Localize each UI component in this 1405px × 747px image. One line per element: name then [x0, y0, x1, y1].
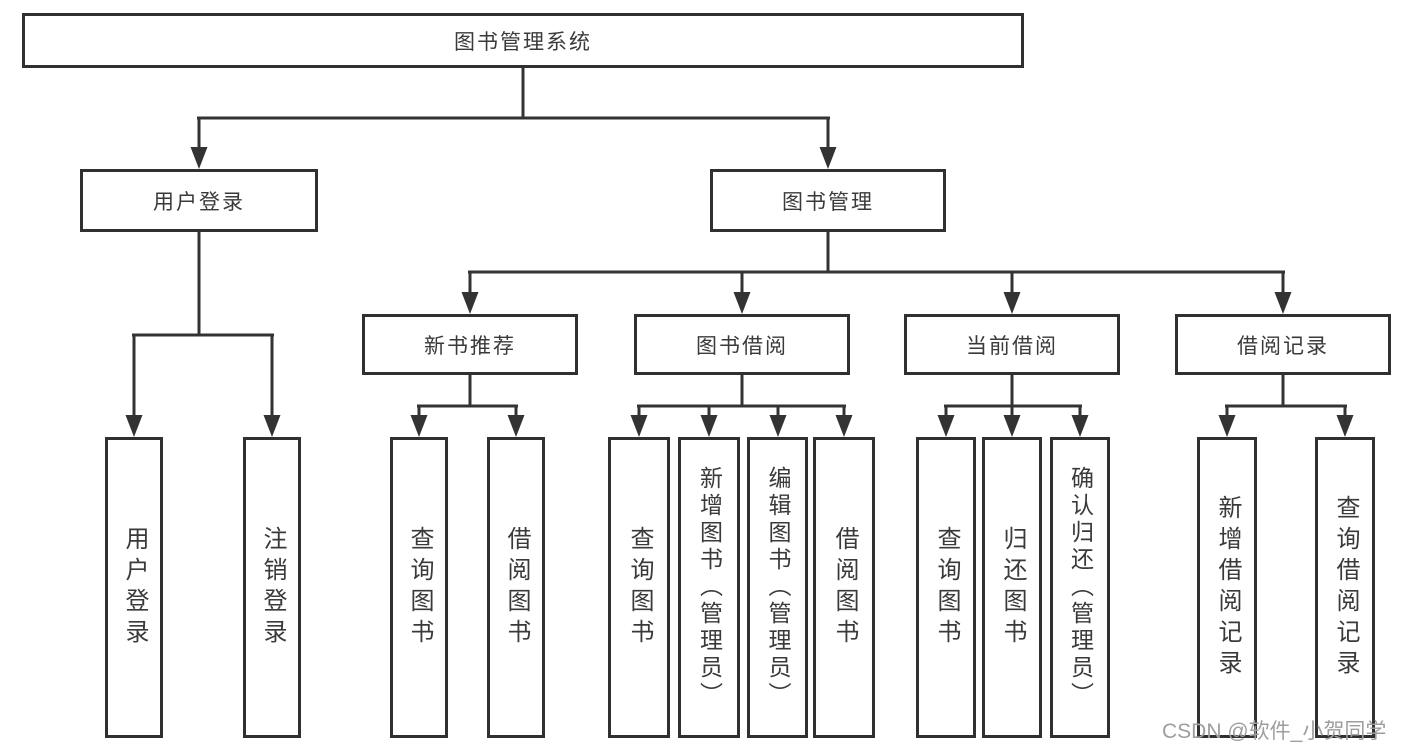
node-root-label: 图书管理系统	[454, 30, 592, 54]
connector-user-login	[125, 232, 281, 437]
leaf-edit-book-admin-label: 编辑图书（管理员）	[765, 466, 791, 709]
connector-book-borrow	[630, 375, 853, 437]
node-book-borrow-label: 图书借阅	[696, 334, 788, 358]
leaf-return-books-label: 归还图书	[999, 525, 1026, 650]
node-book-borrow: 图书借阅	[634, 314, 850, 375]
connector-new-book-recommend	[410, 375, 525, 437]
node-book-management: 图书管理	[710, 169, 946, 232]
connector-root	[190, 68, 837, 169]
leaf-query-books-3-label: 查询图书	[933, 525, 960, 650]
leaf-user-login-label: 用户登录	[121, 525, 148, 650]
leaf-borrow-books-2-label: 借阅图书	[831, 525, 858, 650]
node-new-book-recommend: 新书推荐	[362, 314, 578, 375]
node-book-management-label: 图书管理	[782, 190, 874, 214]
leaf-borrow-books-2: 借阅图书	[813, 437, 875, 738]
leaf-query-books-2-label: 查询图书	[626, 525, 653, 650]
leaf-logout-label: 注销登录	[259, 525, 286, 650]
connector-book-management	[461, 232, 1292, 314]
leaf-query-books: 查询图书	[390, 437, 448, 738]
leaf-query-borrow-record-label: 查询借阅记录	[1332, 494, 1359, 681]
node-borrow-records-label: 借阅记录	[1237, 334, 1329, 358]
leaf-query-books-2: 查询图书	[608, 437, 670, 738]
leaf-query-borrow-record: 查询借阅记录	[1315, 437, 1375, 738]
leaf-edit-book-admin: 编辑图书（管理员）	[747, 437, 808, 738]
connector-current-borrow	[937, 375, 1089, 437]
leaf-user-login: 用户登录	[105, 437, 163, 738]
connector-borrow-records	[1218, 375, 1354, 437]
node-current-borrow-label: 当前借阅	[966, 334, 1058, 358]
leaf-confirm-return-admin: 确认归还（管理员）	[1050, 437, 1110, 738]
node-user-login: 用户登录	[80, 169, 318, 232]
leaf-add-borrow-record-label: 新增借阅记录	[1214, 494, 1241, 681]
leaf-query-books-label: 查询图书	[406, 525, 433, 650]
leaf-add-borrow-record: 新增借阅记录	[1197, 437, 1257, 738]
leaf-query-books-3: 查询图书	[916, 437, 976, 738]
node-root: 图书管理系统	[22, 13, 1024, 68]
node-borrow-records: 借阅记录	[1175, 314, 1391, 375]
leaf-borrow-books: 借阅图书	[487, 437, 545, 738]
leaf-return-books: 归还图书	[982, 437, 1042, 738]
node-new-book-recommend-label: 新书推荐	[424, 334, 516, 358]
leaf-logout: 注销登录	[243, 437, 301, 738]
node-current-borrow: 当前借阅	[904, 314, 1120, 375]
leaf-add-book-admin-label: 新增图书（管理员）	[696, 466, 723, 709]
node-user-login-label: 用户登录	[153, 190, 245, 214]
watermark: CSDN @软件_小贺同学	[1162, 720, 1387, 743]
leaf-borrow-books-label: 借阅图书	[503, 525, 530, 650]
leaf-confirm-return-admin-label: 确认归还（管理员）	[1067, 466, 1094, 709]
leaf-add-book-admin: 新增图书（管理员）	[678, 437, 740, 738]
